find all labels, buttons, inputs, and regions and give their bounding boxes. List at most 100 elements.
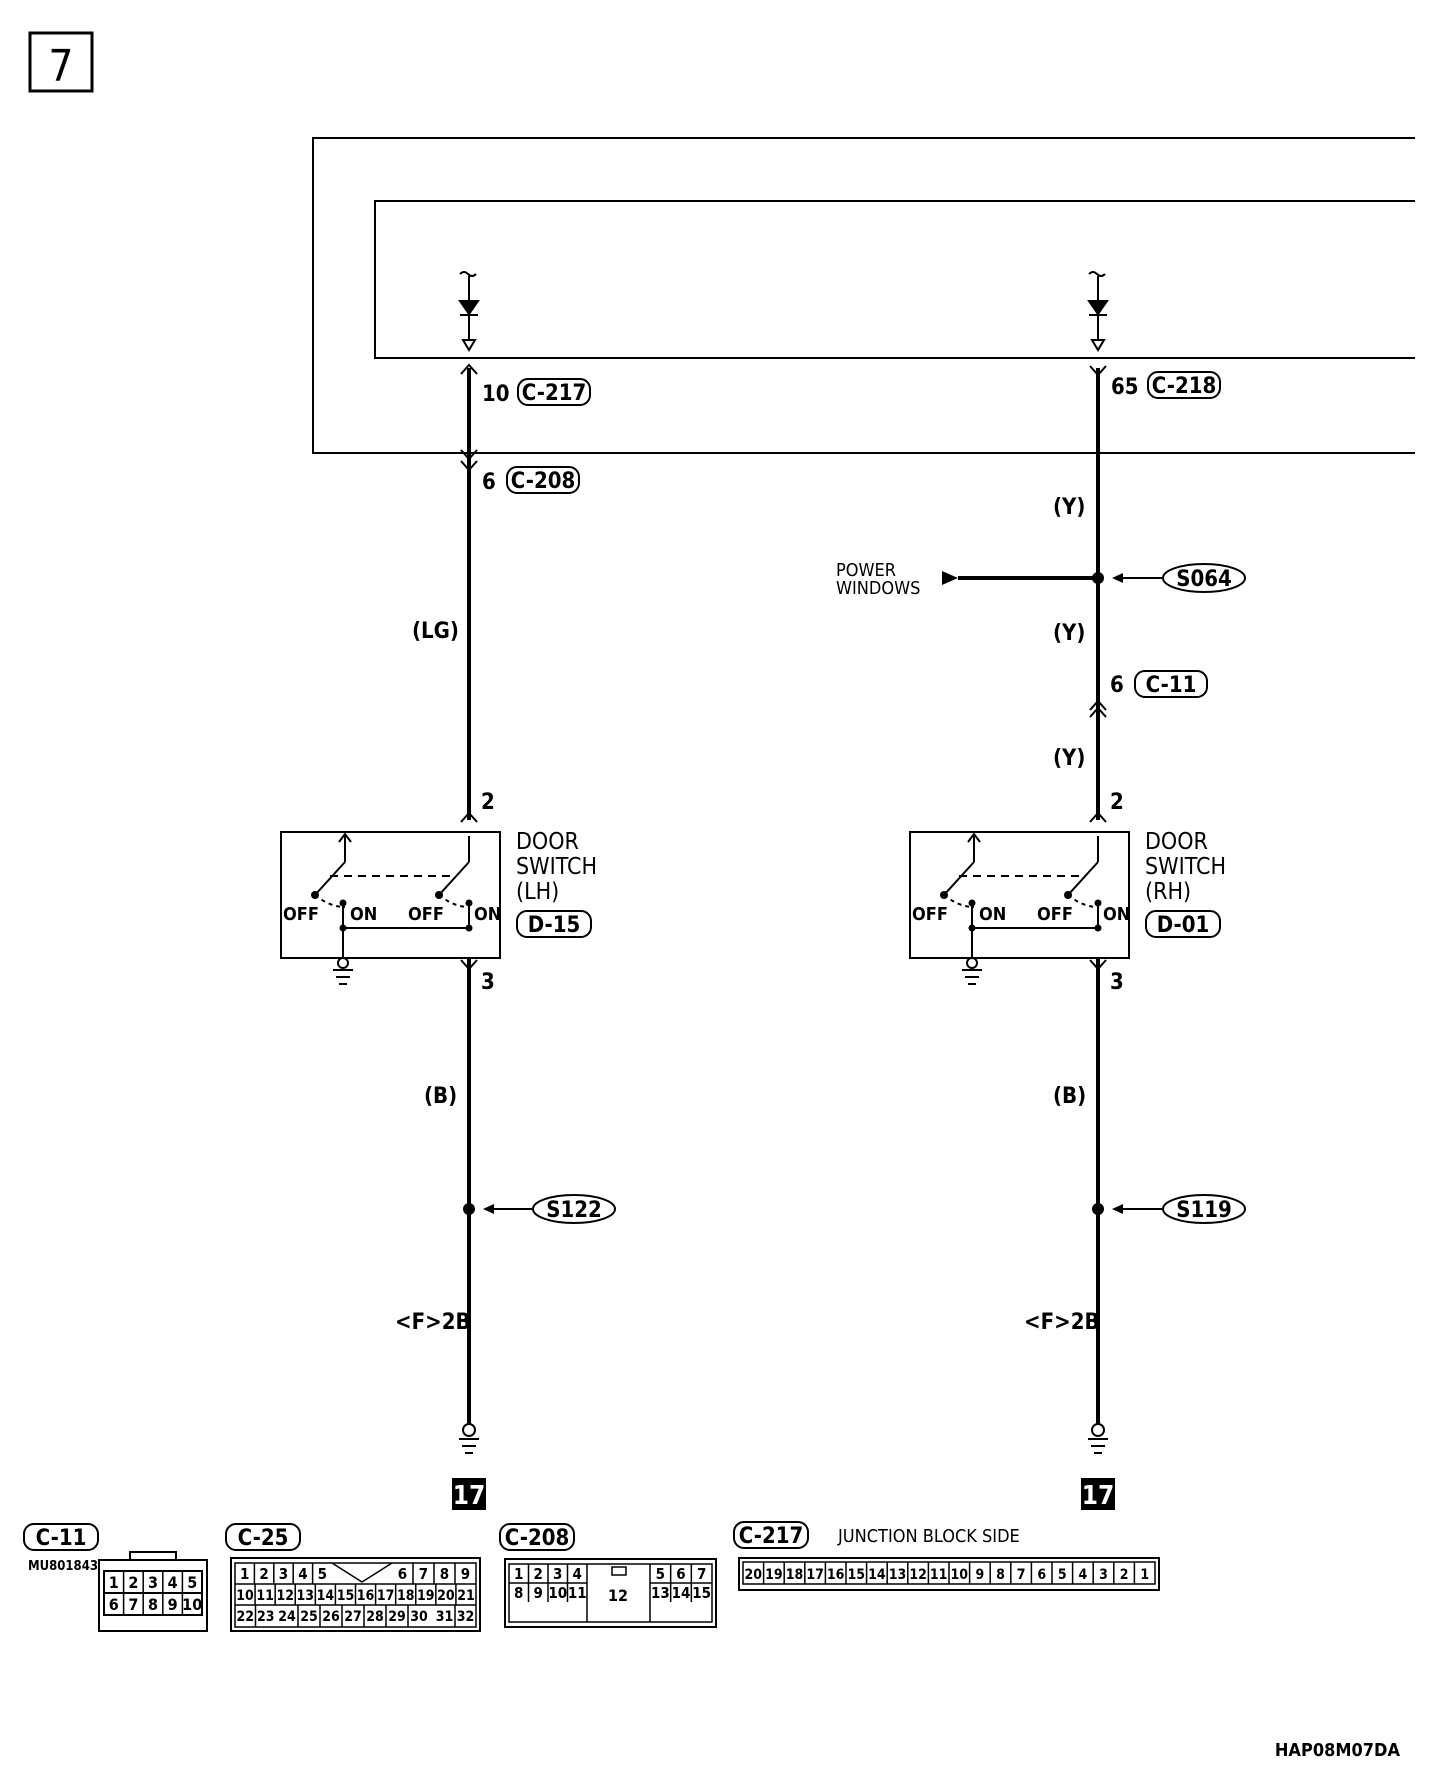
c11-pin-9: 9: [168, 1595, 178, 1614]
page-number-box: 7: [28, 31, 94, 93]
c217-side-label: JUNCTION BLOCK SIDE: [837, 1526, 1020, 1547]
right-page-ref: 17: [1082, 1481, 1115, 1511]
c25-pin-19: 19: [417, 1588, 435, 1604]
c208-pin-14: 14: [672, 1584, 691, 1602]
c25-pin-22: 22: [236, 1609, 254, 1625]
c217-face-label: C-217: [739, 1524, 804, 1549]
rh-off-2: OFF: [1037, 904, 1073, 925]
c25-pin-32: 32: [457, 1609, 475, 1625]
left-circuit-wire: [460, 363, 478, 1425]
c217-pin-2: 2: [1120, 1567, 1129, 1583]
c208-pin: 6: [482, 470, 496, 495]
wire-color-b-right: (B): [1053, 1084, 1086, 1109]
rh-off-1: OFF: [912, 904, 948, 925]
power-windows-line1: POWER: [836, 560, 896, 581]
c25-pin-31: 31: [436, 1609, 454, 1625]
c25-pin-12: 12: [276, 1588, 294, 1604]
d15-tag: [516, 910, 592, 938]
c25-pin-6: 6: [398, 1565, 407, 1583]
c217-pin-14: 14: [868, 1567, 886, 1583]
c208-pin-13: 13: [651, 1584, 670, 1602]
c11-pin-4: 4: [168, 1573, 178, 1592]
c208-face-label: C-208: [505, 1526, 570, 1551]
c208-label: C-208: [511, 469, 576, 494]
left-ground-ref: <F>2B: [395, 1310, 471, 1335]
c11-pin-6: 6: [109, 1595, 119, 1614]
c25-pin-18: 18: [397, 1588, 415, 1604]
c217-pin-17: 17: [806, 1567, 824, 1583]
right-ground-symbol: [1088, 1423, 1108, 1454]
c217-pin-3: 3: [1099, 1567, 1108, 1583]
lh-switch-title-2: SWITCH: [516, 854, 597, 880]
c25-pin-30: 30: [410, 1609, 428, 1625]
right-circuit-wire: [1089, 365, 1107, 1425]
c218-label: C-218: [1152, 374, 1217, 399]
c25-pin-3: 3: [279, 1565, 288, 1583]
c25-pin-9: 9: [461, 1565, 470, 1583]
c11-pin-1: 1: [109, 1573, 119, 1592]
c25-pin-25: 25: [300, 1609, 318, 1625]
door-switch-lh: OFF ON OFF ON: [280, 831, 501, 985]
c25-pin-4: 4: [298, 1565, 307, 1583]
c218-tag: [1147, 371, 1221, 399]
c11-tag: [1134, 670, 1208, 698]
c25-pin-5: 5: [318, 1565, 327, 1583]
d15-label: D-15: [528, 913, 581, 938]
right-ground-ref: <F>2B: [1024, 1310, 1100, 1335]
c25-face-label: C-25: [238, 1526, 289, 1551]
wire-color-y-3: (Y): [1053, 746, 1085, 771]
c208-pin-12: 12: [608, 1586, 628, 1605]
left-page-ref: 17: [453, 1481, 486, 1511]
rh-switch-pin-3: 3: [1110, 970, 1124, 995]
wire-color-y-2: (Y): [1053, 621, 1085, 646]
s119-label: S119: [1176, 1198, 1232, 1223]
c25-pin-10: 10: [236, 1588, 254, 1604]
c11-face-label: C-11: [36, 1526, 87, 1551]
lh-on-2: ON: [474, 904, 501, 925]
lh-switch-title-1: DOOR: [516, 829, 579, 855]
c217-pin-10: 10: [951, 1567, 969, 1583]
c11-pin-10: 10: [182, 1595, 202, 1614]
c217-label: C-217: [522, 381, 587, 406]
splice-s064: S064: [942, 563, 1246, 593]
c25-pin-23: 23: [257, 1609, 275, 1625]
c25-pin-24: 24: [278, 1609, 296, 1625]
c217-pin-18: 18: [786, 1567, 804, 1583]
rh-switch-side: (RH): [1145, 879, 1191, 905]
c11-pin-7: 7: [128, 1595, 138, 1614]
c208-pin-10: 10: [548, 1584, 567, 1602]
junction-block-boxes: [312, 137, 1415, 454]
diagram-code: HAP08M07DA: [1275, 1740, 1401, 1761]
rh-on-2: ON: [1103, 904, 1130, 925]
c25-pin-7: 7: [419, 1565, 428, 1583]
c11-label: C-11: [1146, 673, 1197, 698]
c217-pin-6: 6: [1037, 1567, 1046, 1583]
page-number: 7: [48, 41, 73, 92]
c25-pin-16: 16: [357, 1588, 375, 1604]
c25-pin-28: 28: [366, 1609, 384, 1625]
c11-pin: 6: [1110, 673, 1124, 698]
c25-pin-13: 13: [297, 1588, 315, 1604]
c217-pin-1: 1: [1140, 1567, 1149, 1583]
c25-pin-11: 11: [256, 1588, 274, 1604]
c11-pin-2: 2: [128, 1573, 138, 1592]
splice-s119: S119: [1092, 1194, 1246, 1224]
c217-pin-12: 12: [909, 1567, 927, 1583]
c217-pin-4: 4: [1079, 1567, 1088, 1583]
rh-switch-title-2: SWITCH: [1145, 854, 1226, 880]
lh-off-2: OFF: [408, 904, 444, 925]
wire-color-y-1: (Y): [1053, 495, 1085, 520]
c208-tag: [506, 466, 580, 494]
c208-pin-8: 8: [514, 1584, 523, 1602]
c217-tag: [517, 378, 591, 406]
rh-switch-pin-2: 2: [1110, 790, 1124, 815]
c25-pin-2: 2: [259, 1565, 268, 1583]
rh-on-1: ON: [979, 904, 1006, 925]
c25-pin-14: 14: [317, 1588, 335, 1604]
c208-pin-7: 7: [697, 1565, 706, 1583]
c208-pin-9: 9: [534, 1584, 543, 1602]
